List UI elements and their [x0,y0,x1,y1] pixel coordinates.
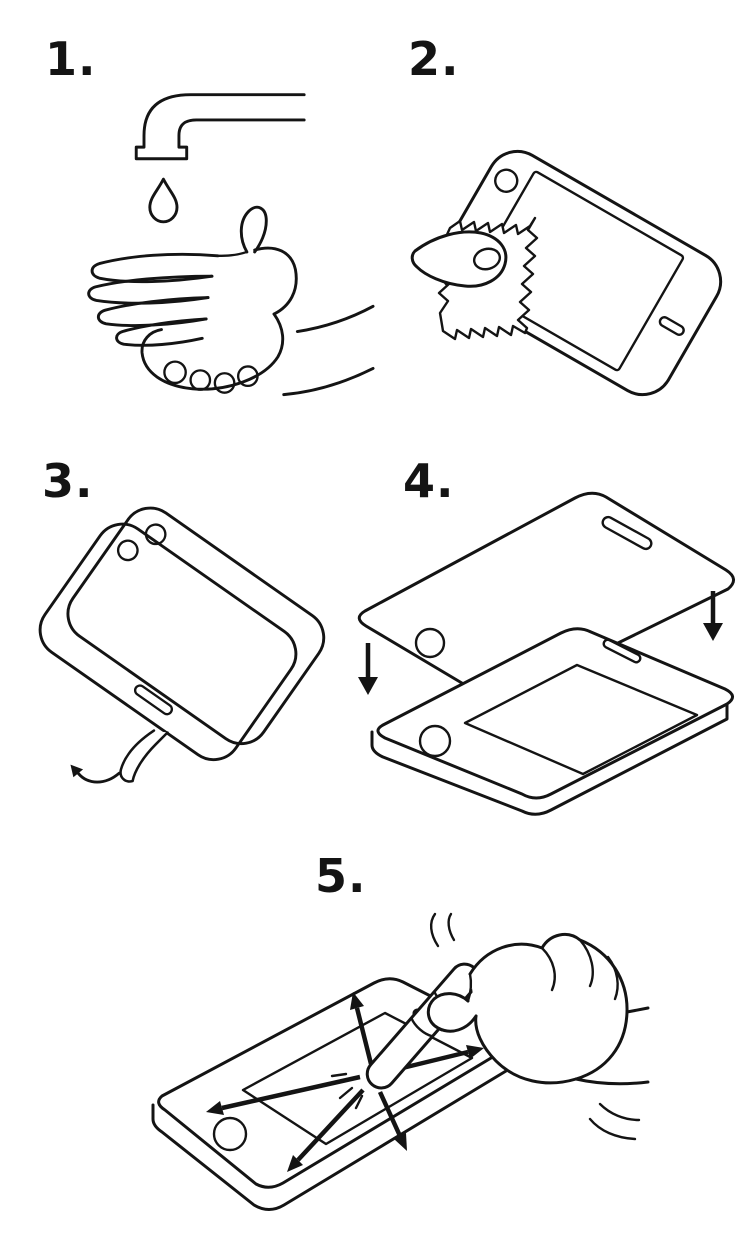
wipe-phone-illustration [410,149,723,397]
step-3-number: 3. [42,454,94,508]
motion-lines-icon [430,912,641,1141]
backing-flap-icon [119,729,169,783]
protector-front-sheet [38,522,298,762]
step-5-number: 5. [315,849,367,903]
peel-backing-illustration [38,506,326,784]
peel-curl-arrow-icon [70,764,121,784]
phone-icon [437,149,723,397]
press-impact-icon [330,1072,364,1110]
wash-hands-illustration [87,93,375,397]
water-drop-icon [148,177,179,224]
step-4-number: 4. [403,454,455,508]
down-arrow-right-icon [703,591,723,641]
down-arrow-left-icon [358,643,378,695]
thumb-icon [410,230,508,288]
protector-back-sheet [66,506,326,746]
apply-protector-illustration [357,491,735,816]
phone-icon [370,627,734,816]
washing-hands-icon [87,205,375,397]
faucet-icon [134,93,306,161]
smooth-bubbles-illustration [151,912,650,1211]
step-2-number: 2. [408,32,460,86]
hand-icon [426,932,650,1086]
step-1-number: 1. [45,32,97,86]
protector-sheet-icon [357,491,735,701]
